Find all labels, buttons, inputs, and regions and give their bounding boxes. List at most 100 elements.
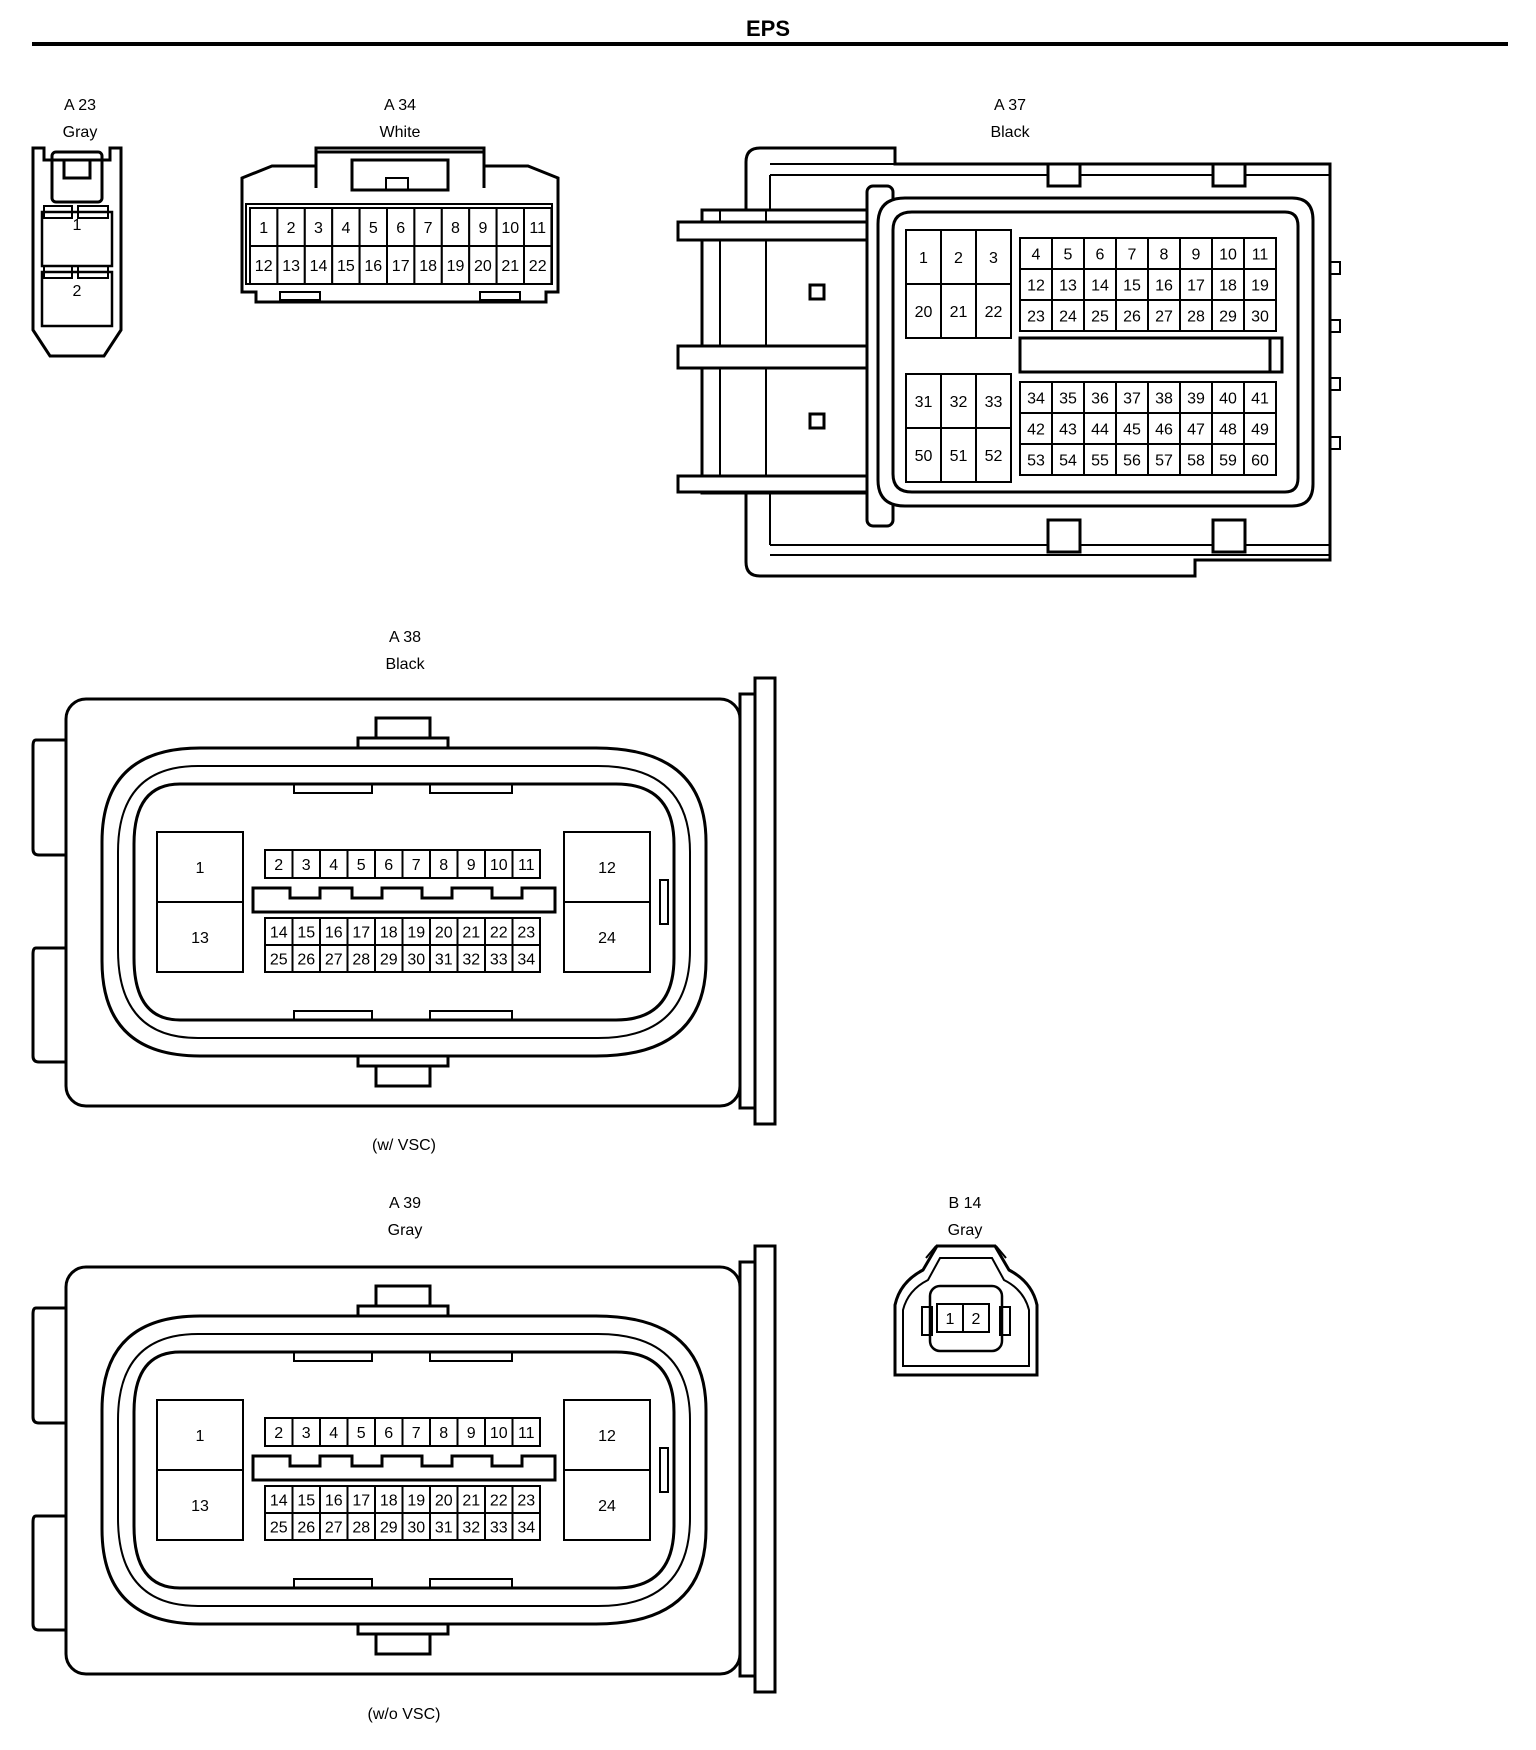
connector-a39-pin-1: 1 bbox=[156, 1399, 244, 1471]
connector-a37-pin-10: 10 bbox=[1211, 237, 1245, 270]
svg-text:32: 32 bbox=[462, 1519, 480, 1536]
svg-text:21: 21 bbox=[501, 258, 519, 275]
svg-text:13: 13 bbox=[191, 930, 209, 947]
connector-b14-pin-1: 1 bbox=[936, 1303, 964, 1333]
connector-a37-code: A 37 bbox=[993, 97, 1027, 114]
connector-a39-pin-32: 32 bbox=[456, 1512, 486, 1541]
svg-text:30: 30 bbox=[1251, 308, 1269, 325]
svg-text:23: 23 bbox=[1027, 308, 1045, 325]
connector-a38-pin-14: 14 bbox=[264, 917, 294, 946]
svg-text:30: 30 bbox=[407, 1519, 425, 1536]
connector-a34-pin-22: 22 bbox=[523, 245, 553, 285]
connector-a37-pin-54: 54 bbox=[1051, 443, 1085, 476]
svg-text:34: 34 bbox=[1027, 390, 1045, 407]
connector-a23-pin-1: 1 bbox=[73, 217, 82, 234]
connector-a37-pin-49: 49 bbox=[1243, 412, 1277, 445]
svg-text:31: 31 bbox=[435, 1519, 453, 1536]
svg-text:22: 22 bbox=[985, 304, 1003, 321]
svg-text:8: 8 bbox=[451, 220, 460, 237]
connector-a37-pin-46: 46 bbox=[1147, 412, 1181, 445]
connector-a38-pin-23: 23 bbox=[511, 917, 541, 946]
connector-a34-code: A 34 bbox=[383, 97, 417, 114]
svg-text:9: 9 bbox=[478, 220, 487, 237]
svg-text:34: 34 bbox=[517, 1519, 535, 1536]
connector-a38-pin-8: 8 bbox=[429, 849, 459, 879]
svg-text:24: 24 bbox=[598, 1498, 616, 1515]
connector-a39-pin-17: 17 bbox=[346, 1485, 376, 1514]
svg-text:7: 7 bbox=[412, 1425, 421, 1442]
svg-text:12: 12 bbox=[598, 1428, 616, 1445]
svg-text:7: 7 bbox=[412, 857, 421, 874]
svg-text:3: 3 bbox=[302, 857, 311, 874]
connector-a37-pin-20: 20 bbox=[905, 283, 942, 339]
svg-text:17: 17 bbox=[1187, 277, 1205, 294]
svg-text:1: 1 bbox=[196, 860, 205, 877]
connector-a38-pin-13: 13 bbox=[156, 901, 244, 973]
connector-a37-pin-4: 4 bbox=[1019, 237, 1053, 270]
connector-a34-pin-17: 17 bbox=[386, 245, 416, 285]
connector-a37-pin-1: 1 bbox=[905, 229, 942, 285]
connector-a38-pin-31: 31 bbox=[429, 944, 459, 973]
connector-a34-pin-12: 12 bbox=[249, 245, 279, 285]
svg-text:31: 31 bbox=[435, 951, 453, 968]
svg-text:44: 44 bbox=[1091, 421, 1109, 438]
connector-a39-pin-18: 18 bbox=[374, 1485, 404, 1514]
connector-a34-color: White bbox=[379, 124, 421, 141]
connector-a23-code: A 23 bbox=[63, 97, 97, 114]
connector-a39-pin-28: 28 bbox=[346, 1512, 376, 1541]
connector-a37-pin-13: 13 bbox=[1051, 268, 1085, 301]
svg-text:6: 6 bbox=[1096, 246, 1105, 263]
svg-text:13: 13 bbox=[1059, 277, 1077, 294]
svg-text:10: 10 bbox=[490, 1425, 508, 1442]
connector-a37-color: Black bbox=[990, 124, 1030, 141]
connector-a37-pin-8: 8 bbox=[1147, 237, 1181, 270]
svg-text:24: 24 bbox=[598, 930, 616, 947]
connector-a37-pin-16: 16 bbox=[1147, 268, 1181, 301]
connector-b14-code: B 14 bbox=[948, 1195, 982, 1212]
connector-a23-pin-2: 2 bbox=[73, 283, 82, 300]
connector-a39-pin-22: 22 bbox=[484, 1485, 514, 1514]
connector-a38-pin-28: 28 bbox=[346, 944, 376, 973]
connector-a38-pin-32: 32 bbox=[456, 944, 486, 973]
svg-text:55: 55 bbox=[1091, 452, 1109, 469]
connector-a38-pin-7: 7 bbox=[401, 849, 431, 879]
svg-text:4: 4 bbox=[329, 1425, 338, 1442]
svg-text:35: 35 bbox=[1059, 390, 1077, 407]
connector-a38-pin-11: 11 bbox=[511, 849, 541, 879]
svg-text:12: 12 bbox=[598, 860, 616, 877]
connector-a37-pin-7: 7 bbox=[1115, 237, 1149, 270]
connector-a34-pin-6: 6 bbox=[386, 207, 416, 247]
connector-a38-pin-15: 15 bbox=[291, 917, 321, 946]
connector-a38-pin-26: 26 bbox=[291, 944, 321, 973]
connector-a37-pin-32: 32 bbox=[940, 373, 977, 429]
connector-a38-pin-22: 22 bbox=[484, 917, 514, 946]
svg-text:46: 46 bbox=[1155, 421, 1173, 438]
connector-a38-pin-9: 9 bbox=[456, 849, 486, 879]
connector-a37-pin-14: 14 bbox=[1083, 268, 1117, 301]
svg-text:8: 8 bbox=[439, 1425, 448, 1442]
connector-a34-pin-11: 11 bbox=[523, 207, 553, 247]
svg-text:18: 18 bbox=[380, 1492, 398, 1509]
svg-text:21: 21 bbox=[950, 304, 968, 321]
svg-text:20: 20 bbox=[474, 258, 492, 275]
connector-a38-label: A 38 Black bbox=[325, 624, 485, 678]
connector-a38-body bbox=[31, 676, 777, 1126]
svg-text:10: 10 bbox=[501, 220, 519, 237]
connector-a37-pin-47: 47 bbox=[1179, 412, 1213, 445]
connector-a39-pin-33: 33 bbox=[484, 1512, 514, 1541]
connector-a39-pin-24: 24 bbox=[563, 1469, 651, 1541]
svg-text:48: 48 bbox=[1219, 421, 1237, 438]
connector-a38-pin-16: 16 bbox=[319, 917, 349, 946]
svg-text:6: 6 bbox=[396, 220, 405, 237]
svg-text:11: 11 bbox=[518, 857, 535, 874]
svg-text:27: 27 bbox=[325, 951, 343, 968]
connector-a39-pin-15: 15 bbox=[291, 1485, 321, 1514]
connector-a37-pin-58: 58 bbox=[1179, 443, 1213, 476]
svg-text:10: 10 bbox=[1219, 246, 1237, 263]
connector-a37-pin-59: 59 bbox=[1211, 443, 1245, 476]
connector-a39-pin-13: 13 bbox=[156, 1469, 244, 1541]
connector-a39-pin-8: 8 bbox=[429, 1417, 459, 1447]
connector-a34-label: A 34 White bbox=[320, 92, 480, 146]
svg-text:24: 24 bbox=[1059, 308, 1077, 325]
connector-a37-pin-35: 35 bbox=[1051, 381, 1085, 414]
